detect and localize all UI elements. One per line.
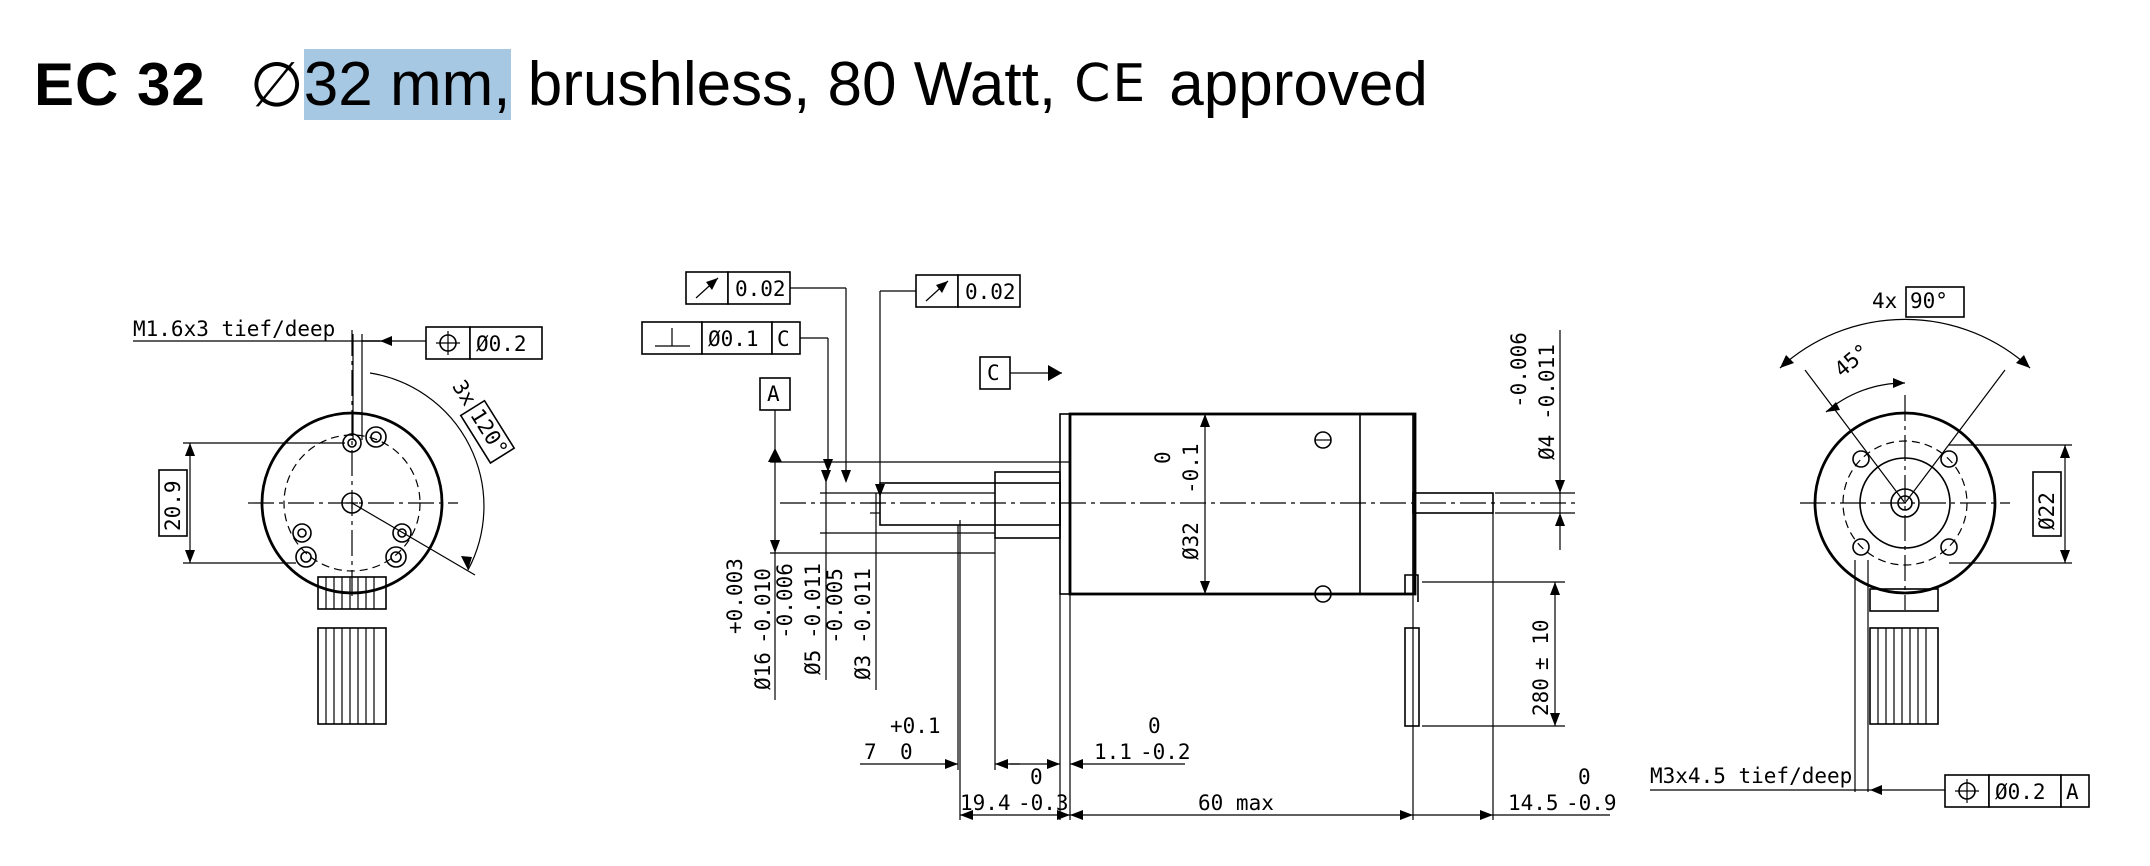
title-bar: EC 32 ∅ 32 mm, brushless, 80 Watt, CE ap… bbox=[34, 44, 1428, 124]
left-cable-bundle bbox=[317, 576, 387, 725]
left-screw-6 bbox=[385, 546, 407, 568]
diameter-symbol: ∅ bbox=[249, 50, 304, 120]
dia-3: Ø3 bbox=[851, 655, 875, 680]
right-hole-1 bbox=[1852, 450, 1870, 468]
left-angle-count: 3x bbox=[447, 376, 481, 410]
runout-2: 0.02 bbox=[965, 280, 1016, 304]
len-1: 1.1 bbox=[1094, 740, 1132, 764]
left-thread-note: M1.6x3 tief/deep bbox=[133, 317, 335, 341]
len-19-up: 0 bbox=[1030, 765, 1043, 789]
dia-16-tol-up: +0.003 bbox=[723, 558, 747, 634]
dia-16: Ø16 bbox=[751, 652, 775, 690]
left-screw-4 bbox=[392, 523, 412, 543]
len-60: 60 max bbox=[1198, 791, 1274, 815]
dia-5-tol-up: -0.006 bbox=[773, 563, 797, 639]
len-14-lo: -0.9 bbox=[1566, 791, 1617, 815]
datum-c: C bbox=[987, 361, 1000, 385]
dia-16-tol-lo: -0.010 bbox=[751, 568, 775, 644]
dia-5: Ø5 bbox=[801, 650, 825, 675]
motor-body bbox=[1068, 412, 1417, 596]
left-angle-arc bbox=[369, 372, 485, 571]
approved-label: approved bbox=[1169, 49, 1428, 119]
len-7-up: +0.1 bbox=[890, 714, 941, 738]
side-view: 280 ± 10 Ø32 -0.1 0 Ø4 -0.011 -0.006 C A bbox=[641, 271, 1617, 820]
dia-3-tol-up: -0.005 bbox=[823, 568, 847, 644]
shaft-diameter-tol-lo: -0.011 bbox=[1535, 344, 1559, 420]
len-19-lo: -0.3 bbox=[1018, 791, 1069, 815]
perp-tol: Ø0.1 bbox=[708, 327, 759, 351]
dia-3-tol-lo: -0.011 bbox=[851, 568, 875, 644]
motor-description: brushless, 80 Watt, bbox=[510, 49, 1057, 119]
left-screw-3 bbox=[292, 523, 312, 543]
left-bolt-dim: 20.9 bbox=[161, 480, 185, 531]
left-front-view: M1.6x3 tief/deep Ø0.2 3x 120° 20.9 bbox=[133, 317, 543, 725]
right-bolt-dim: Ø22 bbox=[2035, 492, 2059, 530]
body-diameter-tol-up: 0 bbox=[1151, 451, 1175, 464]
len-7: 7 bbox=[864, 740, 877, 764]
dia-5-tol-lo: -0.011 bbox=[801, 563, 825, 639]
product-name: EC 32 bbox=[34, 50, 206, 118]
shaft-left-collar bbox=[994, 471, 1061, 539]
right-angle-count: 4x bbox=[1872, 289, 1897, 313]
len-1-lo: -0.2 bbox=[1140, 740, 1191, 764]
right-angle-arc bbox=[1779, 318, 2031, 369]
len-1-up: 0 bbox=[1148, 714, 1161, 738]
right-position-tol: Ø0.2 bbox=[1995, 780, 2046, 804]
shaft-diameter-tol-up: -0.006 bbox=[1507, 332, 1531, 408]
cable-length-tol: ± 10 bbox=[1529, 619, 1553, 670]
shaft-left-step bbox=[879, 482, 1061, 526]
right-hole-4 bbox=[1940, 538, 1958, 556]
body-diameter: Ø32 bbox=[1179, 522, 1203, 560]
runout-1: 0.02 bbox=[735, 277, 786, 301]
right-hole-2 bbox=[1940, 450, 1958, 468]
left-screw-5 bbox=[295, 546, 317, 568]
cable-side bbox=[1404, 627, 1420, 727]
left-position-tol: Ø0.2 bbox=[476, 332, 527, 356]
left-screw-2 bbox=[365, 426, 387, 448]
right-hole-3 bbox=[1852, 538, 1870, 556]
left-position-tol-box bbox=[469, 326, 543, 360]
shaft-diameter: Ø4 bbox=[1535, 435, 1559, 460]
datum-a: A bbox=[767, 382, 780, 406]
len-14: 14.5 bbox=[1508, 791, 1559, 815]
highlighted-diameter[interactable]: 32 mm, bbox=[303, 48, 511, 120]
right-angle: 90° bbox=[1910, 289, 1948, 313]
len-14-up: 0 bbox=[1578, 765, 1591, 789]
right-angle-45: 45° bbox=[1830, 339, 1874, 382]
len-19: 19.4 bbox=[960, 791, 1011, 815]
right-thread-note: M3x4.5 tief/deep bbox=[1650, 764, 1852, 788]
body-screw-bottom bbox=[1314, 585, 1332, 603]
right-front-view: 4x 90° 45° Ø22 M3x4.5 tief/deep Ø0.2 bbox=[1650, 286, 2090, 808]
perp-ref: C bbox=[777, 327, 790, 351]
len-7-lo: 0 bbox=[900, 740, 913, 764]
cable-exit bbox=[1404, 574, 1419, 602]
body-diameter-tol-lo: -0.1 bbox=[1179, 443, 1203, 494]
right-position-ref: A bbox=[2066, 780, 2079, 804]
right-cable-bundle bbox=[1869, 588, 1939, 725]
ce-mark: CE bbox=[1074, 54, 1148, 114]
cable-length: 280 bbox=[1529, 678, 1553, 716]
